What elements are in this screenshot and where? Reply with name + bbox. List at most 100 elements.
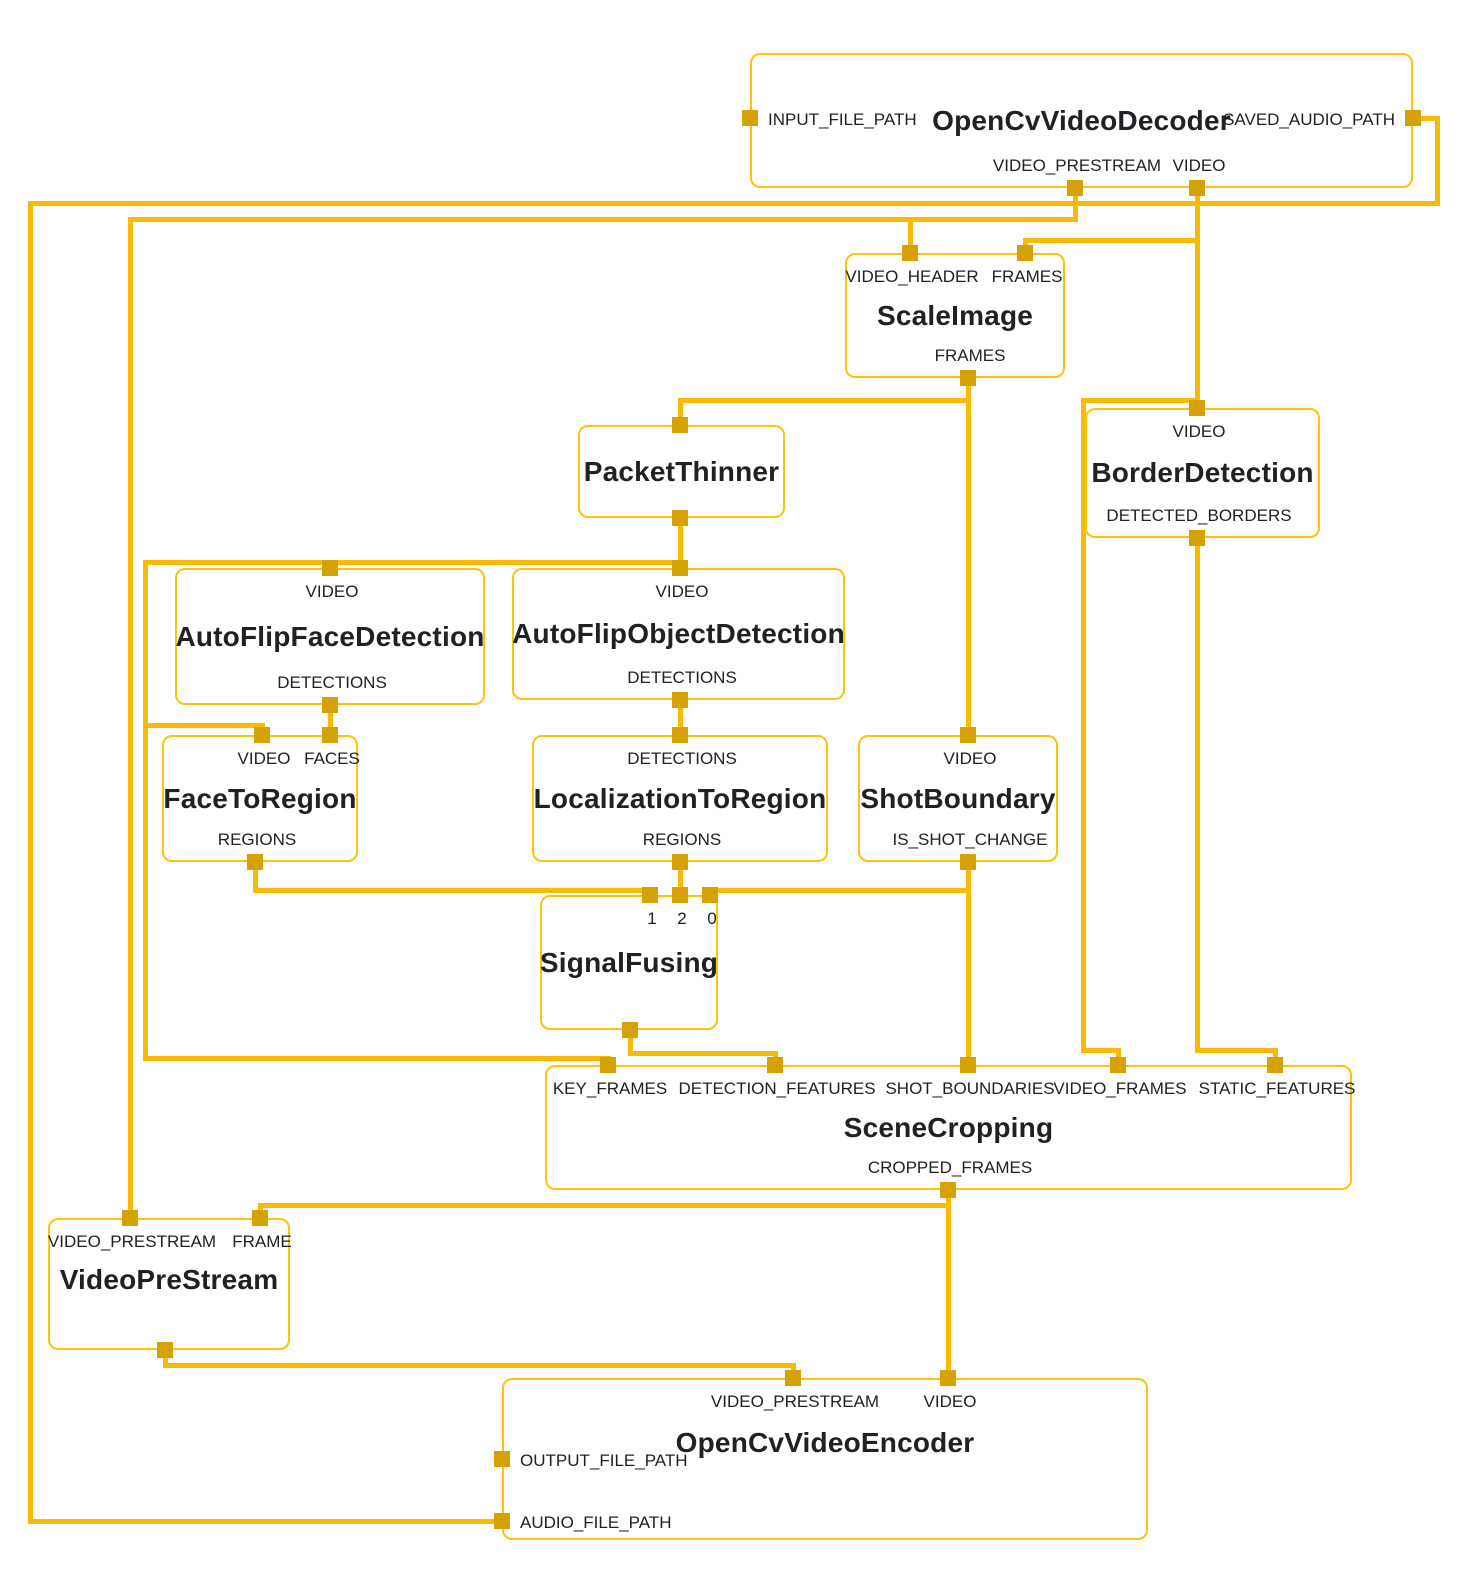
node-title: VideoPreStream [59, 1264, 279, 1295]
port-label-is-shot-change: IS_SHOT_CHANGE [892, 830, 1048, 849]
wire-segment [1080, 397, 1200, 403]
port-signalfusing-1[interactable] [642, 887, 658, 903]
port-label-1: 1 [647, 909, 657, 928]
node-title: OpenCvVideoEncoder [675, 1427, 975, 1458]
port-label-2: 2 [677, 909, 687, 928]
port-label-faces: FACES [304, 749, 360, 768]
port-scaleimage-video-header[interactable] [902, 245, 918, 261]
wire-segment [27, 200, 1440, 206]
wire-segment [1022, 237, 1200, 243]
port-label-video: VIDEO [943, 749, 997, 768]
port-facetoregion-video[interactable] [254, 727, 270, 743]
port-opencvvideodecoder-video[interactable] [1189, 180, 1205, 196]
port-scenecropping-detection-features[interactable] [767, 1057, 783, 1073]
port-shotboundary-is-shot-change[interactable] [960, 854, 976, 870]
port-facetoregion-regions[interactable] [247, 854, 263, 870]
node-title: SceneCropping [843, 1111, 1054, 1143]
wire-segment [27, 1518, 505, 1524]
port-videoprestream-frame[interactable] [252, 1210, 268, 1226]
wire-segment [127, 216, 133, 1221]
node-title: SignalFusing [539, 946, 719, 978]
wire-segment [127, 216, 1078, 222]
port-scenecropping-video-frames[interactable] [1110, 1057, 1126, 1073]
port-label-video: VIDEO [1172, 422, 1226, 441]
port-label-frame: FRAME [232, 1232, 292, 1251]
port-label-video-prestream: VIDEO_PRESTREAM [710, 1392, 880, 1411]
port-opencvvideoencoder-output-file-path[interactable] [494, 1451, 510, 1467]
port-scenecropping-cropped-frames[interactable] [940, 1182, 956, 1198]
port-label-audio-file-path: AUDIO_FILE_PATH [520, 1513, 672, 1532]
node-title: ShotBoundary [860, 782, 1056, 814]
port-packetthinner-top-0[interactable] [672, 417, 688, 433]
wire-segment [707, 887, 971, 893]
port-shotboundary-video[interactable] [960, 727, 976, 743]
port-videoprestream-video-prestream[interactable] [122, 1210, 138, 1226]
port-label-detections: DETECTIONS [627, 668, 737, 687]
node-shotboundary[interactable]: ShotBoundary VIDEO IS_SHOT_CHANGE [858, 735, 1058, 862]
port-localizationtoregion-regions[interactable] [672, 854, 688, 870]
wire-segment [1080, 397, 1086, 1053]
port-scaleimage-frames[interactable] [1017, 245, 1033, 261]
node-opencvvideoencoder[interactable]: OpenCvVideoEncoder VIDEO_PRESTREAM VIDEO OU… [502, 1378, 1148, 1540]
port-label-output-file-path: OUTPUT_FILE_PATH [520, 1451, 688, 1470]
port-signalfusing-bottom-3[interactable] [622, 1022, 638, 1038]
wire-segment [677, 397, 683, 428]
port-opencvvideoencoder-video[interactable] [940, 1370, 956, 1386]
wire-segment [1194, 535, 1200, 1053]
wire-segment [677, 859, 683, 898]
port-autoflipobjectdetection-video[interactable] [672, 560, 688, 576]
port-autoflipfacedetection-detections[interactable] [322, 697, 338, 713]
wire-segment [142, 559, 148, 1061]
port-borderdetection-video[interactable] [1189, 400, 1205, 416]
port-label-video-frames: VIDEO_FRAMES [1053, 1079, 1187, 1098]
node-title: OpenCvVideoDecoder [932, 104, 1231, 136]
port-packetthinner-bottom-1[interactable] [672, 510, 688, 526]
node-facetoregion[interactable]: FaceToRegion VIDEO FACES REGIONS [162, 735, 360, 862]
port-label-video: VIDEO [237, 749, 291, 768]
port-opencvvideoencoder-video-prestream[interactable] [785, 1370, 801, 1386]
node-title: FaceToRegion [163, 782, 357, 814]
port-scenecropping-static-features[interactable] [1267, 1057, 1283, 1073]
port-label-regions: REGIONS [217, 830, 297, 849]
port-opencvvideoencoder-audio-file-path[interactable] [494, 1513, 510, 1529]
wire-segment [1194, 1047, 1278, 1053]
wire-segment [257, 1202, 951, 1208]
wire-segment [142, 559, 683, 565]
port-autoflipfacedetection-video[interactable] [322, 560, 338, 576]
port-autoflipobjectdetection-detections[interactable] [672, 692, 688, 708]
port-scenecropping-shot-boundaries[interactable] [960, 1057, 976, 1073]
wire-segment [627, 1050, 778, 1056]
wire-segment [907, 216, 913, 256]
wire-segment [252, 859, 258, 893]
port-scenecropping-key-frames[interactable] [600, 1057, 616, 1073]
port-videoprestream-bottom-2[interactable] [157, 1342, 173, 1358]
port-scaleimage-frames[interactable] [960, 370, 976, 386]
port-label-regions: REGIONS [642, 830, 722, 849]
port-signalfusing-2[interactable] [672, 887, 688, 903]
port-opencvvideodecoder-input-file-path[interactable] [742, 110, 758, 126]
node-title: ScaleImage [876, 299, 1034, 331]
node-videoprestream[interactable]: VideoPreStream VIDEO_PRESTREAM FRAME [47, 1218, 292, 1350]
wire-segment [627, 1027, 633, 1056]
port-localizationtoregion-detections[interactable] [672, 727, 688, 743]
port-signalfusing-0[interactable] [702, 887, 718, 903]
port-opencvvideodecoder-saved-audio-path[interactable] [1405, 110, 1421, 126]
port-label-cropped-frames: CROPPED_FRAMES [867, 1158, 1033, 1177]
wire-segment [162, 1362, 796, 1368]
port-label-video-prestream: VIDEO_PRESTREAM [47, 1232, 217, 1251]
node-packetthinner[interactable]: PacketThinner [578, 425, 785, 518]
port-opencvvideodecoder-video-prestream[interactable] [1067, 180, 1083, 196]
node-title: PacketThinner [583, 455, 780, 487]
port-facetoregion-faces[interactable] [322, 727, 338, 743]
port-label-video: VIDEO [923, 1392, 977, 1411]
port-borderdetection-detected-borders[interactable] [1189, 530, 1205, 546]
